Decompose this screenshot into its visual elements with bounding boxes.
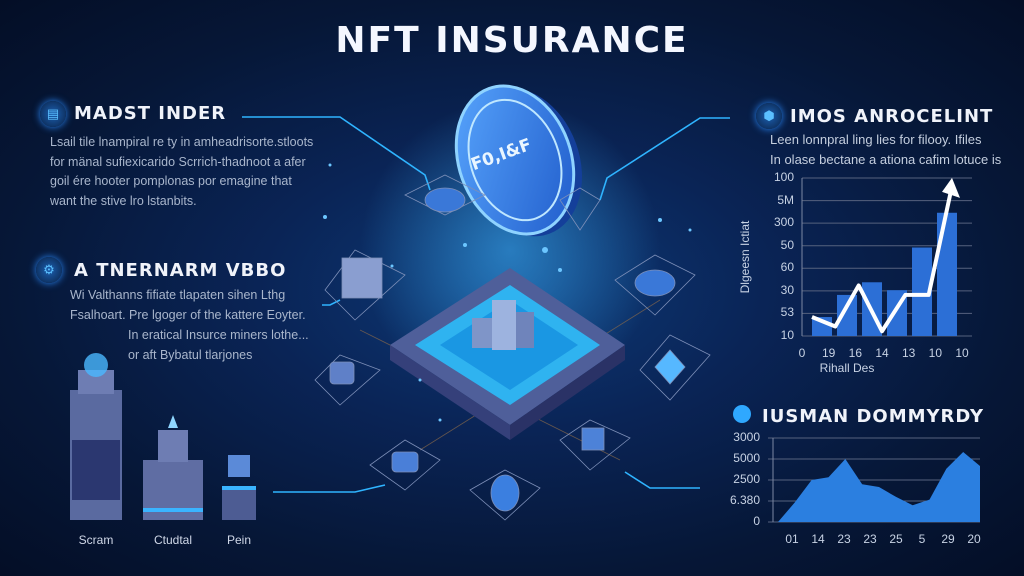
tower-label: Pein [226,533,252,547]
y-tick-label: 5000 [733,451,760,465]
y-tick-label: 2500 [733,472,760,486]
connector-lines [242,116,730,493]
section-heading: A TNERNARM VBBO [74,260,287,281]
x-tick-label: 29 [941,532,955,546]
text-line: Fsalhoart. Pre lgoger of the kattere Eoy… [70,307,306,322]
text-line: In eratical Insurce miners lothe... [128,328,309,342]
x-tick-label: 14 [811,532,825,546]
x-axis-label: Rihall Des [819,361,875,375]
text-line: In olase bectane a ationa cafim lotuce i… [770,151,1002,167]
y-tick-label: 100 [773,170,794,184]
section-subtext: In eratical Insurce miners lothe... or a… [128,326,309,365]
tower-label: Ctudtal [153,533,193,547]
x-tick-label: 25 [889,532,903,546]
x-tick-label: 10 [955,346,969,360]
x-tick-label: 5 [918,532,926,546]
y-tick-label: 0 [753,514,760,528]
x-tick-label: 01 [785,532,799,546]
x-tick-label: 23 [863,532,877,546]
shield-icon: ⬢ [756,103,782,129]
section-text: Leen lonnpral ling lies for filooy. Ifil… [770,130,1001,169]
y-tick-label: 53 [780,305,794,320]
y-tick-label: 6.380 [729,493,760,507]
text-line: Lsail tile lnampiral re ty in amheadriso… [50,135,314,149]
page-title: NFT INSURANCE [335,20,689,61]
x-tick-label: 19 [821,346,836,360]
platform [390,268,625,440]
y-tick-label: 50 [780,237,794,252]
x-tick-label: 20 [967,532,981,546]
dot-icon [733,405,751,423]
y-tick-label: 5M [777,192,794,207]
y-tick-label: 3000 [733,430,760,444]
towers-illustration [70,353,256,520]
text-line: want the stive lro lstanbits. [50,193,197,208]
text-line: goil ére hooter pomplonas por emagine th… [50,174,292,188]
nft-coin [454,84,582,237]
y-tick-label: 300 [773,215,794,230]
x-tick-label: 10 [928,346,942,360]
y-tick-label: 60 [780,260,794,275]
section-text: Lsail tile lnampiral re ty in amheadriso… [50,133,313,211]
document-icon: ▤ [40,101,66,127]
text-line: or aft Bybatul tlarjones [128,347,253,362]
section-text: Wi Valthanns fifiate tlapaten sihen Lthg… [70,286,306,325]
y-axis-label: Dlgeesn Ictiat [738,220,752,294]
text-line: Leen lonnpral ling lies for filooy. Ifil… [770,132,982,147]
text-line: for mänal sufiexicarido Scrrich-thadnoot… [50,154,306,169]
y-tick-label: 30 [780,282,794,297]
x-tick-label: 13 [901,346,916,360]
x-tick-label: 14 [875,346,889,360]
section-heading: IMOS ANROCELINT [790,106,994,127]
y-tick-label: 10 [780,328,794,342]
network-icon: ⚙ [36,257,62,283]
section-heading: IUSMAN DOMMYRDY [762,406,985,427]
x-tick-label: 0 [798,346,806,360]
text-line: Wi Valthanns fifiate tlapaten sihen Lthg [70,288,286,302]
nodes [314,174,711,521]
x-tick-label: 23 [837,532,851,546]
sparkles [323,163,692,422]
tower-label: Scram [78,533,114,547]
section-heading: MADST INDER [74,103,227,124]
x-tick-label: 16 [848,346,862,360]
